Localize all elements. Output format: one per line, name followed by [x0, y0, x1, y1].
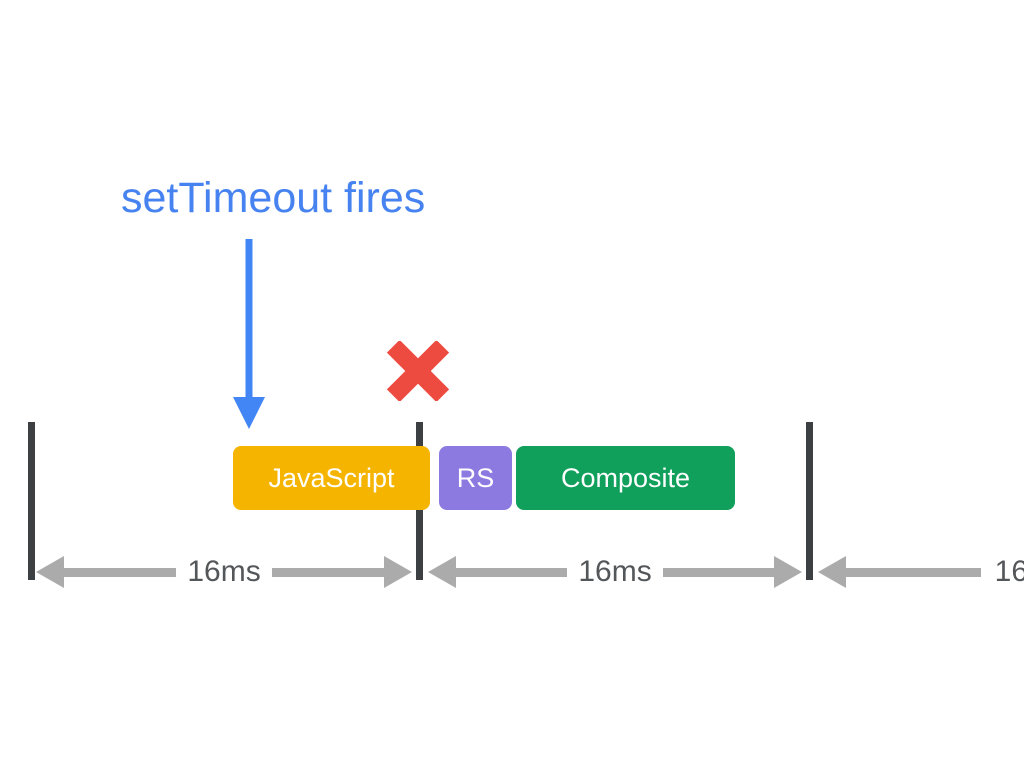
duration-label: 16ms: [187, 555, 261, 588]
frame-duration-measure-1: 16ms: [36, 555, 413, 588]
measure-line: [662, 567, 775, 577]
frame-boundary-right: [806, 422, 813, 580]
task-javascript: JavaScript: [233, 446, 430, 510]
blocked-cross-icon: [387, 341, 449, 401]
arrowhead-left-icon: [428, 556, 456, 588]
arrowhead-right-icon: [384, 556, 413, 588]
measure-line: [271, 567, 385, 577]
settimeout-fires-label: setTimeout fires: [121, 174, 426, 222]
frame-duration-measure-2: 16ms: [428, 555, 803, 588]
arrowhead-left-icon: [818, 556, 846, 588]
duration-label: 16ms: [994, 555, 1024, 588]
settimeout-pointer-arrow-icon: [233, 239, 265, 429]
task-rs: RS: [439, 446, 512, 510]
frame-boundary-left: [28, 422, 35, 580]
measure-line: [846, 567, 981, 577]
measure-line: [64, 567, 177, 577]
measure-line: [456, 567, 568, 577]
task-composite: Composite: [516, 446, 735, 510]
arrowhead-left-icon: [36, 556, 64, 588]
duration-label: 16ms: [578, 555, 652, 588]
arrowhead-right-icon: [774, 556, 803, 588]
frame-duration-measure-3: 16ms: [818, 556, 1024, 588]
